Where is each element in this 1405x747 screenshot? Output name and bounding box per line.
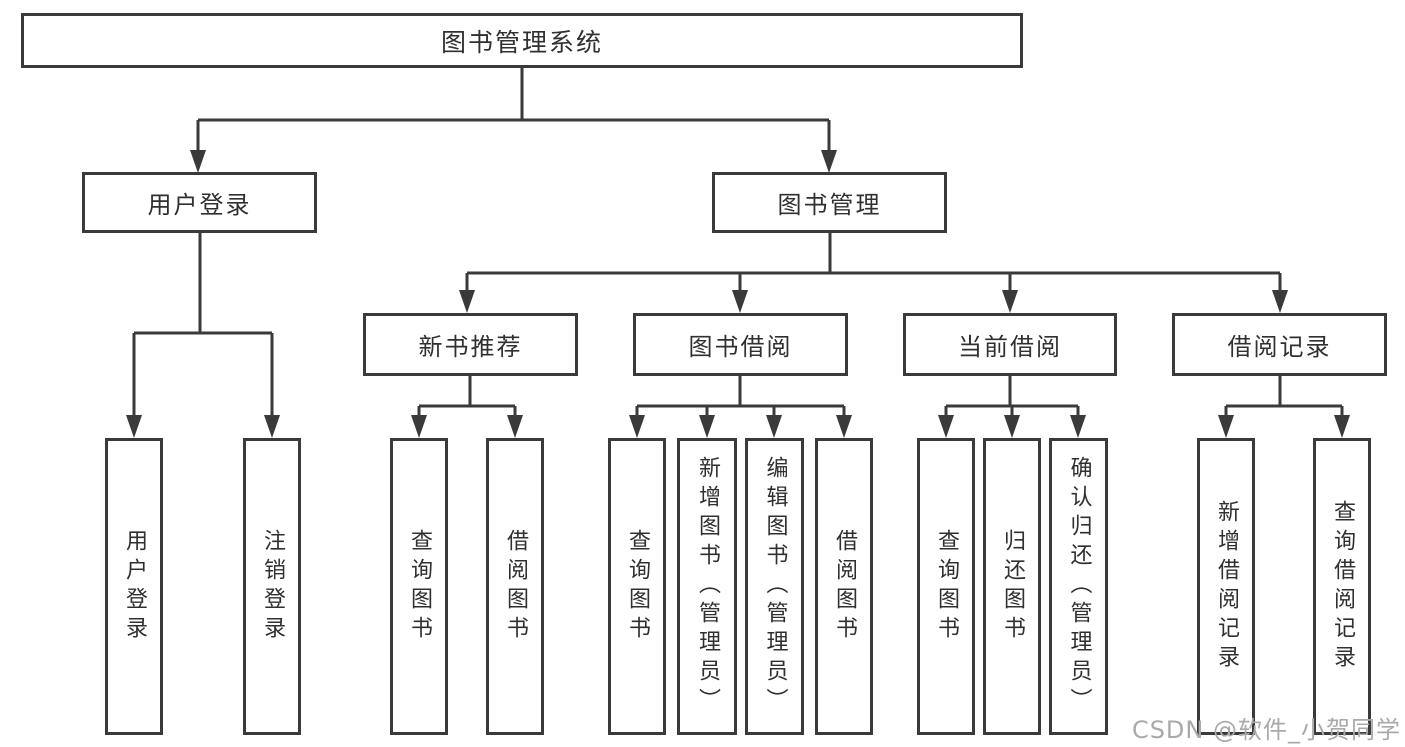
csdn-watermark: CSDN @软件_小贺同学 (1131, 716, 1401, 744)
leaf-query-books-borrow: 查询图书 (608, 438, 666, 735)
connector-root-to-level2 (196, 68, 831, 153)
leaf-query-borrow-record: 查询借阅记录 (1313, 438, 1371, 735)
leaf-edit-books-admin: 编辑图书（管理员） (745, 438, 804, 735)
connector-current-borrow-children (944, 376, 1080, 418)
connector-borrow-record-children (1224, 376, 1344, 418)
leaf-return-books: 归还图书 (983, 438, 1041, 735)
node-current-borrow: 当前借阅 (903, 313, 1117, 376)
connector-new-book-children (417, 376, 517, 418)
leaf-add-books-admin: 新增图书（管理员） (677, 438, 737, 735)
node-new-book-recommend: 新书推荐 (363, 313, 578, 376)
leaf-confirm-return-admin: 确认归还（管理员） (1049, 438, 1108, 735)
leaf-query-books-current: 查询图书 (917, 438, 975, 735)
leaf-borrow-books: 借阅图书 (815, 438, 873, 735)
leaf-add-borrow-record: 新增借阅记录 (1197, 438, 1255, 735)
node-user-login: 用户登录 (82, 172, 317, 233)
node-book-borrow: 图书借阅 (633, 313, 848, 376)
connector-book-borrow-children (635, 376, 846, 418)
leaf-user-login: 用户登录 (105, 438, 163, 735)
node-book-management: 图书管理 (712, 172, 947, 233)
leaf-query-books-recommend: 查询图书 (390, 438, 448, 735)
leaf-borrow-books-recommend: 借阅图书 (486, 438, 544, 735)
leaf-logout: 注销登录 (243, 438, 301, 735)
connector-book-mgmt-children (465, 233, 1282, 293)
node-borrow-record: 借阅记录 (1172, 313, 1387, 376)
connector-user-login-children (132, 233, 274, 418)
node-library-management-system: 图书管理系统 (21, 13, 1023, 68)
